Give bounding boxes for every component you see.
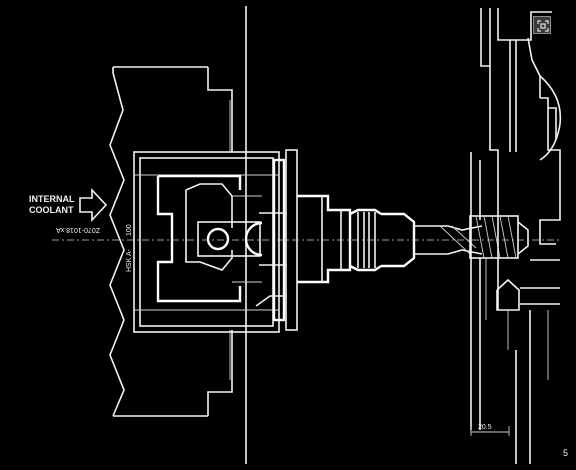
cutting-tool	[414, 225, 483, 255]
fixture-structure	[470, 8, 562, 464]
coolant-label-line2: COOLANT	[29, 205, 74, 215]
coolant-label-line1: INTERNAL	[29, 194, 75, 204]
spindle-housing	[207, 67, 233, 416]
hsk-shank	[156, 174, 262, 303]
dimension-marker	[470, 426, 510, 436]
interface-label: HSK A-	[126, 248, 133, 272]
tool-holder-body	[297, 194, 352, 284]
edge-marker-label: 5	[563, 448, 568, 458]
break-line-left	[109, 66, 208, 417]
coolant-arrow-icon	[79, 187, 108, 223]
workpiece-thread	[469, 215, 529, 259]
part-number-label: Z070-1018.xA	[56, 226, 100, 233]
expand-button[interactable]	[533, 16, 551, 34]
interface-size-label: 100	[126, 224, 133, 236]
expand-arrows-icon	[537, 20, 549, 32]
dimension-value-label: 20.5	[478, 424, 492, 431]
